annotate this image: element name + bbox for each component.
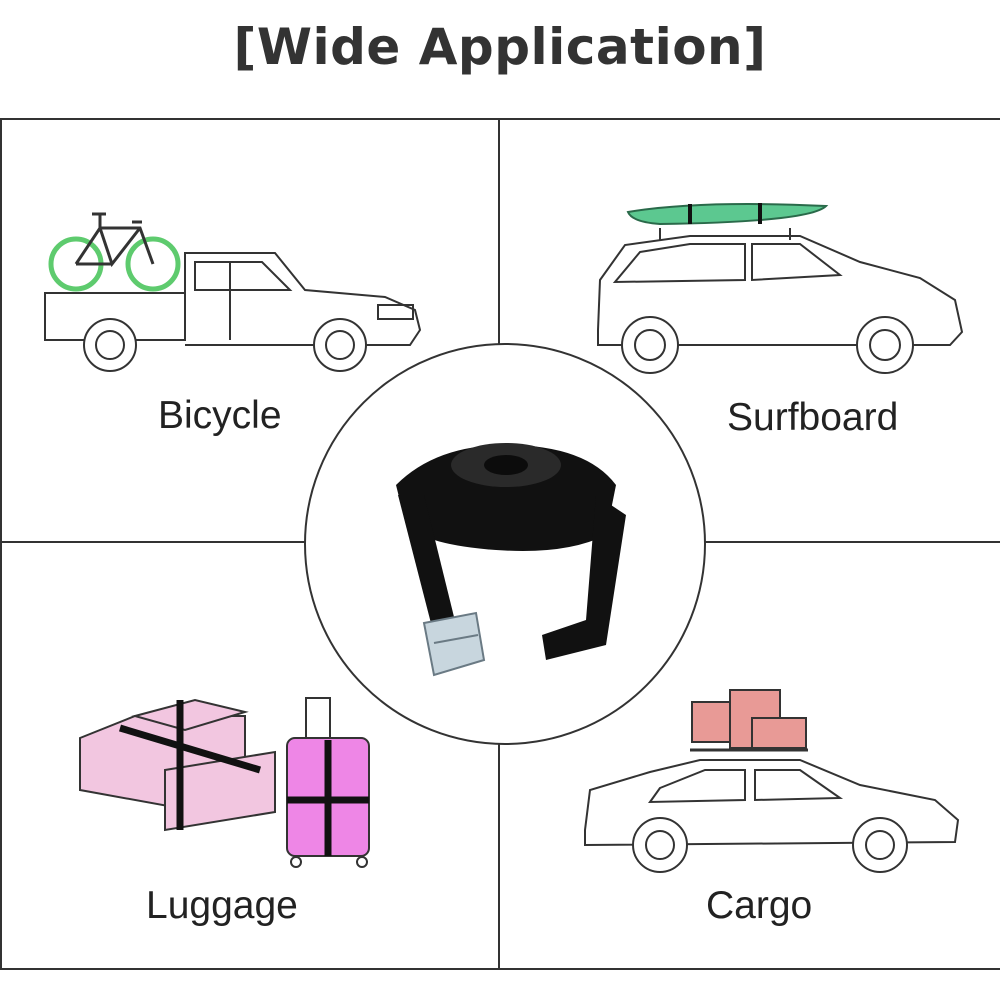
- page-title: [Wide Application]: [233, 18, 767, 76]
- label-bicycle: Bicycle: [158, 394, 282, 437]
- sedan-with-cargo-icon: [584, 689, 960, 873]
- bicycle-icon: [48, 212, 181, 292]
- boxes-and-suitcase-icon: [79, 697, 370, 868]
- label-cargo: Cargo: [706, 884, 813, 927]
- label-surfboard: Surfboard: [727, 396, 899, 439]
- label-luggage: Luggage: [146, 884, 298, 927]
- cam-buckle-strap-icon: [396, 443, 626, 677]
- application-grid: [0, 118, 1000, 970]
- suv-with-surfboard-icon: [597, 203, 964, 374]
- pickup-truck-with-bicycle-icon: [44, 212, 422, 372]
- product-circle: [304, 343, 706, 745]
